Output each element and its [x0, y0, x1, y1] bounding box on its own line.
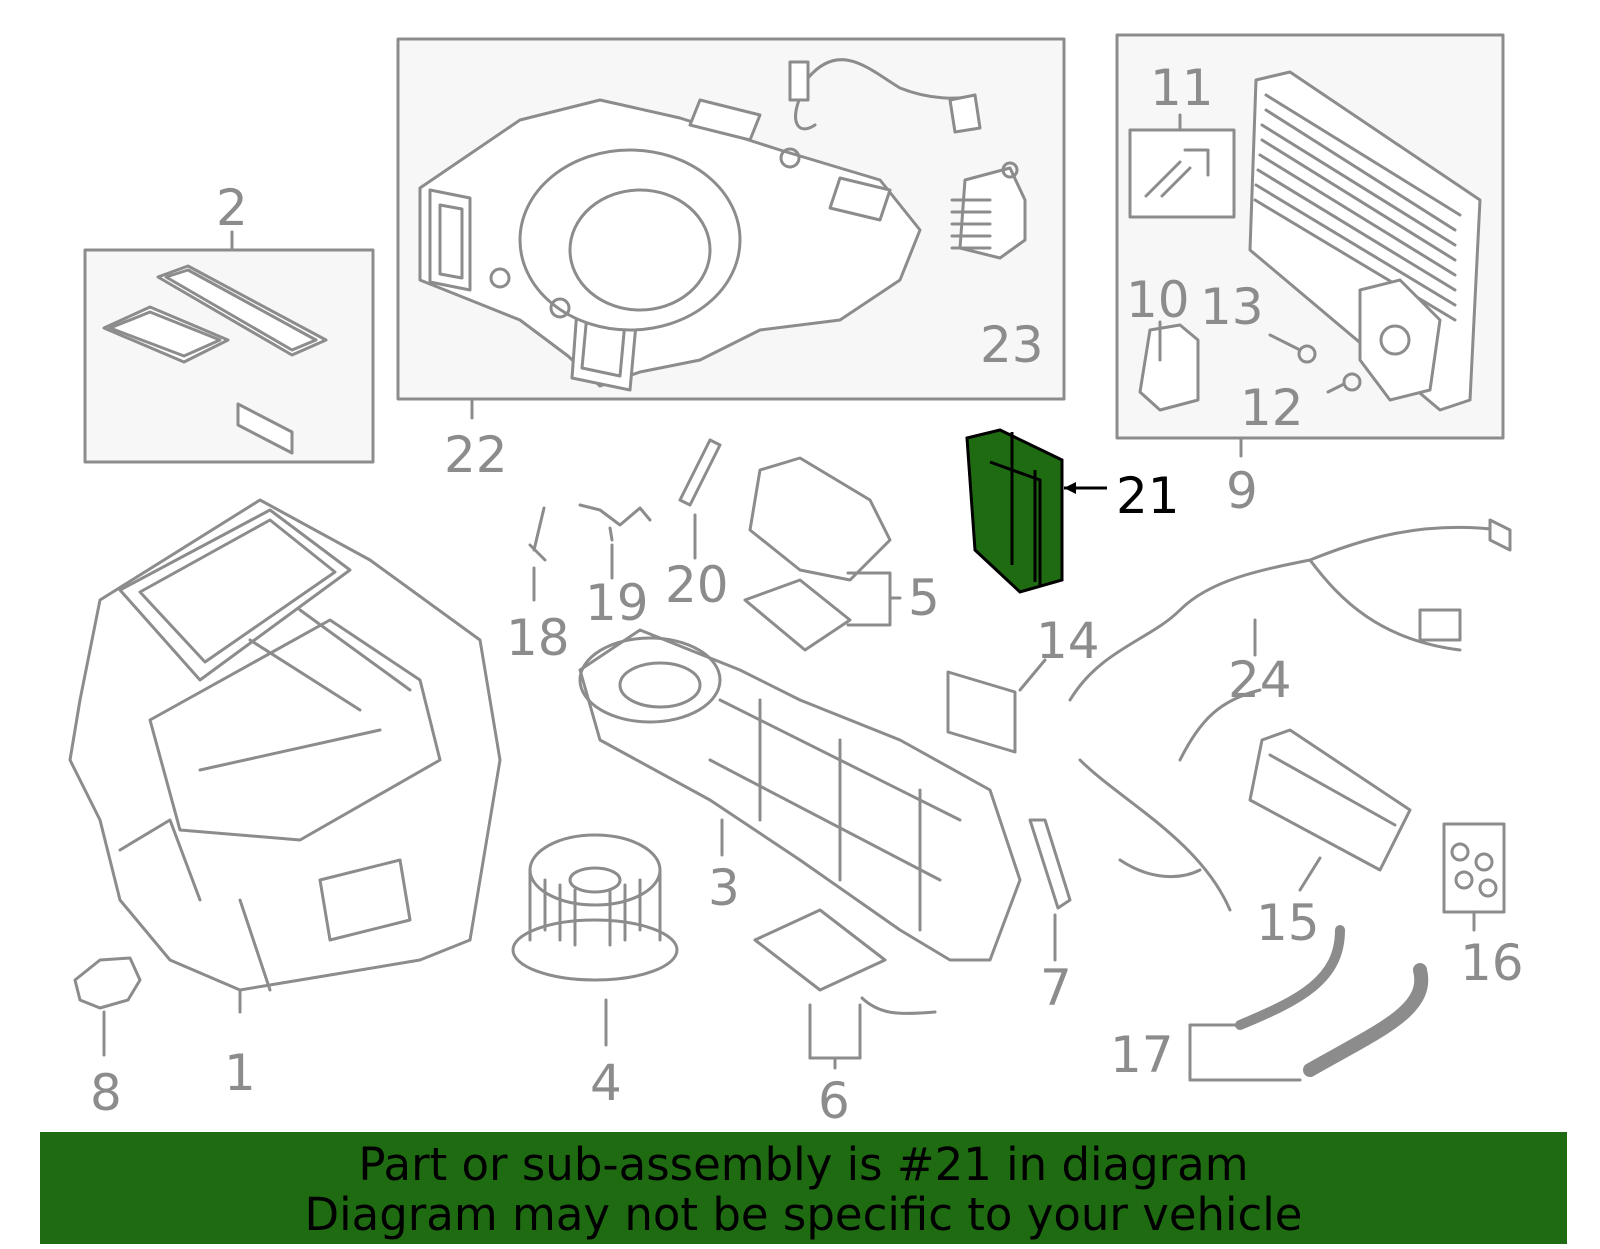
label-13: 13	[1200, 278, 1264, 336]
part-1-heater-unit	[68, 498, 502, 1014]
part-21-highlighted[interactable]	[965, 428, 1107, 594]
label-11: 11	[1150, 59, 1214, 117]
label-21: 21	[1116, 467, 1180, 525]
label-3: 3	[708, 859, 740, 917]
label-10: 10	[1126, 271, 1190, 329]
label-12: 12	[1240, 379, 1304, 437]
label-22: 22	[444, 426, 508, 484]
label-5: 5	[908, 569, 940, 627]
label-20: 20	[665, 556, 729, 614]
label-7: 7	[1040, 959, 1072, 1017]
part-14	[946, 658, 1047, 754]
label-14: 14	[1036, 612, 1100, 670]
label-6: 6	[818, 1072, 850, 1130]
label-8: 8	[90, 1064, 122, 1122]
label-9: 9	[1226, 462, 1258, 520]
box-part-22	[396, 37, 1066, 420]
label-4: 4	[590, 1054, 622, 1112]
part-3-housing	[578, 628, 1022, 962]
part-15-heater-core	[1248, 728, 1412, 892]
label-18: 18	[506, 609, 570, 667]
label-24: 24	[1228, 651, 1292, 709]
label-16: 16	[1460, 934, 1524, 992]
banner-line-2: Diagram may not be specific to your vehi…	[304, 1188, 1303, 1241]
label-15: 15	[1256, 894, 1320, 952]
label-23: 23	[980, 316, 1044, 374]
label-17: 17	[1110, 1026, 1174, 1084]
part-6	[753, 908, 937, 1070]
part-17-hoses	[1188, 925, 1429, 1082]
box-part-9	[1115, 33, 1505, 458]
callout-labels: 2 22 23 11 10 13 12 9 21 18 19 20 5 14 2…	[90, 59, 1524, 1130]
label-2: 2	[216, 179, 248, 237]
parts-18-19-20	[528, 438, 722, 602]
part-7	[1028, 818, 1072, 962]
part-24-harness	[1068, 518, 1512, 912]
info-banner: Part or sub-assembly is #21 in diagram D…	[40, 1132, 1567, 1244]
part-4-blower	[511, 833, 679, 1047]
part-5	[743, 456, 902, 652]
part-8	[73, 956, 142, 1057]
box-part-16	[1442, 822, 1506, 932]
label-1: 1	[224, 1044, 256, 1102]
label-19: 19	[585, 574, 649, 632]
box-part-2	[83, 230, 375, 464]
banner-line-1: Part or sub-assembly is #21 in diagram	[358, 1138, 1249, 1191]
